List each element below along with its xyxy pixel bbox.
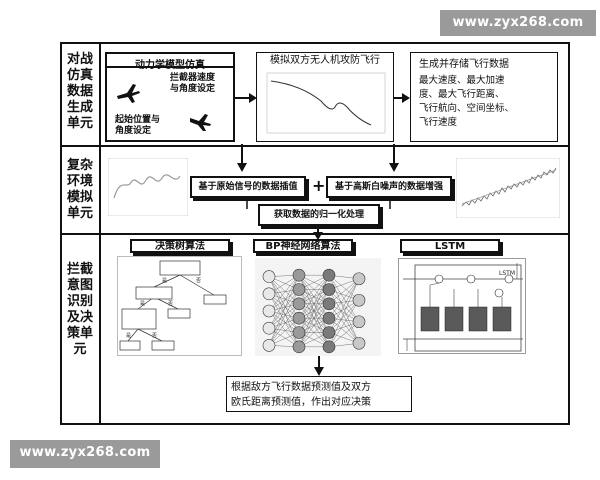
arrow-down-to-row3 <box>313 226 323 240</box>
plane-icon-2 <box>190 114 211 131</box>
interpolation-box: 基于原始信号的数据插值 <box>190 176 306 198</box>
bp-neuron <box>292 326 306 339</box>
plus-sign: + <box>312 176 326 195</box>
decision-tree-title-box: 决策树算法 <box>130 239 230 253</box>
svg-text:是: 是 <box>162 278 167 284</box>
bp-neuron <box>262 339 276 352</box>
row-divider-1 <box>60 145 570 147</box>
lstm-diagram: LSTM <box>403 263 523 352</box>
arrow-down-to-output <box>314 356 324 376</box>
noise-augmentation-box: 基于高斯白噪声的数据增强 <box>326 176 452 198</box>
svg-text:否: 否 <box>196 278 201 284</box>
bp-neuron <box>262 287 276 301</box>
watermark-bottom: www.zyx268.com <box>10 440 160 468</box>
bp-title: BP神经网络算法 <box>265 241 341 252</box>
bp-neuron <box>322 283 336 296</box>
bp-neuron <box>292 297 306 311</box>
bp-neuron <box>262 270 276 283</box>
decision-tree-panel: 是 否 是 否 是 否 <box>117 256 242 356</box>
decision-output-box: 根据敌方飞行数据预测值及双方 欧氏距离预测值，作出对应决策 <box>226 376 412 412</box>
bp-neuron <box>322 311 336 325</box>
svg-text:是: 是 <box>126 333 131 339</box>
plane-icon <box>117 84 140 103</box>
dynamics-title: 动力学模型仿真 <box>107 56 233 71</box>
lstm-title: LSTM <box>434 241 466 252</box>
bp-neuron <box>262 321 276 335</box>
svg-text:是: 是 <box>140 301 145 307</box>
bp-neuron <box>322 326 336 339</box>
trajectory-plot <box>266 72 386 134</box>
svg-text:否: 否 <box>168 301 173 307</box>
lstm-title-box: LSTM <box>400 239 500 253</box>
bp-neuron <box>322 297 336 311</box>
bp-neuron <box>322 340 336 354</box>
bp-neuron <box>352 315 366 329</box>
bp-neuron <box>352 293 366 307</box>
lstm-panel: LSTM <box>398 258 526 354</box>
svg-text:否: 否 <box>152 333 157 339</box>
bp-title-box: BP神经网络算法 <box>253 239 353 253</box>
bp-neuron <box>292 268 306 282</box>
bp-neuron <box>352 336 366 350</box>
arrow-down-norm-left <box>246 197 248 209</box>
normalization-box: 获取数据的归一化处理 <box>258 204 380 226</box>
bp-neuron <box>292 283 306 296</box>
arrow-to-sim <box>235 93 257 103</box>
bp-neuron <box>292 340 306 354</box>
store-body: 最大速度、最大加速 度、最大飞行距离、 飞行航向、空间坐标、 飞行速度 <box>419 75 515 128</box>
row-label-environment: 复杂 环境 模拟 单元 <box>66 158 93 221</box>
arrow-down-norm-right <box>389 197 391 209</box>
raw-signal-plot <box>108 158 188 216</box>
noisy-signal-plot <box>456 158 560 218</box>
arrow-down-left <box>237 144 247 172</box>
arrow-down-right <box>389 144 399 172</box>
bp-neuron <box>322 268 336 282</box>
row-label-simulation: 对战 仿真 数据 生成 单元 <box>66 52 93 131</box>
flight-sim-box: 模拟双方无人机攻防飞行 <box>256 52 394 142</box>
store-title: 生成并存储飞行数据 <box>419 59 509 70</box>
normalization-label: 获取数据的归一化处理 <box>273 210 364 220</box>
bp-neuron <box>292 311 306 325</box>
row-label-decision: 拦截 意图 识别 及决 策单 元 <box>66 262 93 357</box>
bp-network-diagram <box>255 258 381 356</box>
arrow-to-store <box>394 93 410 103</box>
start-position-label: 起始位置与 角度设定 <box>115 115 161 136</box>
interpolation-label: 基于原始信号的数据插值 <box>198 182 298 192</box>
bp-neuron <box>352 272 366 286</box>
store-flight-data-box: 生成并存储飞行数据 最大速度、最大加速 度、最大飞行距离、 飞行航向、空间坐标、… <box>410 52 558 142</box>
decision-tree-diagram: 是 否 是 否 是 否 <box>119 260 227 351</box>
carrier-speed-label: 拦截器速度 与角度设定 <box>170 73 216 94</box>
dynamics-title-underline <box>105 66 235 68</box>
lstm-inner-label: LSTM <box>499 270 515 277</box>
decision-output-text: 根据敌方飞行数据预测值及双方 欧氏距离预测值，作出对应决策 <box>231 382 371 408</box>
decision-tree-title: 决策树算法 <box>155 241 205 252</box>
noise-augmentation-label: 基于高斯白噪声的数据增强 <box>334 182 443 192</box>
flight-sim-title: 模拟双方无人机攻防飞行 <box>270 55 380 66</box>
bp-neuron <box>262 304 276 318</box>
watermark-top: www.zyx268.com <box>440 10 596 36</box>
